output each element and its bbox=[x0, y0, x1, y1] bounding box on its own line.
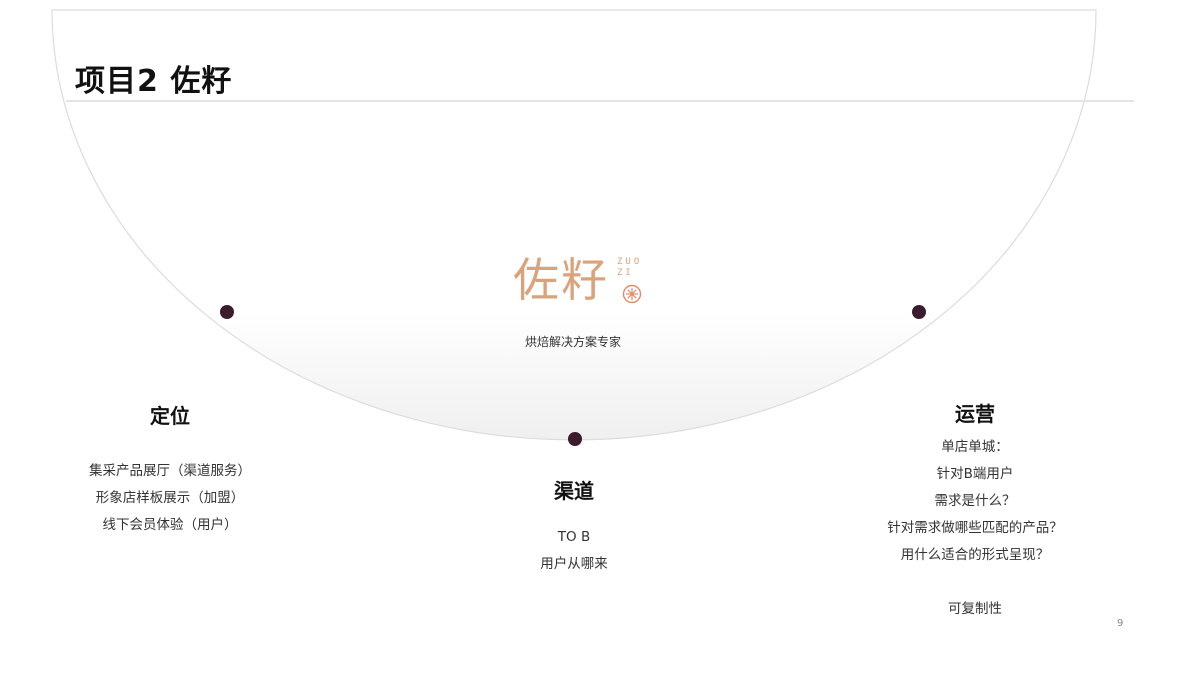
zuozi-logo: 佐籽 ZUO ZI bbox=[513, 252, 653, 312]
timeline-dot-channel bbox=[568, 432, 582, 446]
section-body-positioning: 集采产品展厅（渠道服务） 形象店样板展示（加盟） 线下会员体验（用户） bbox=[40, 458, 300, 539]
positioning-line: 形象店样板展示（加盟） bbox=[95, 490, 245, 506]
title-divider bbox=[66, 100, 1134, 102]
page-title: 项目2 佐籽 bbox=[75, 64, 233, 99]
timeline-dot-positioning bbox=[220, 305, 234, 319]
operations-line: 单店单城： bbox=[941, 439, 1009, 455]
section-body-channel: TO B 用户从哪来 bbox=[474, 524, 674, 578]
operations-line: 针对需求做哪些匹配的产品？ bbox=[887, 520, 1063, 536]
positioning-line: 集采产品展厅（渠道服务） bbox=[89, 463, 251, 479]
operations-line: 可复制性 bbox=[948, 601, 1002, 617]
operations-line-spacer bbox=[845, 569, 1105, 596]
section-title-positioning: 定位 bbox=[150, 404, 190, 428]
section-title-channel: 渠道 bbox=[554, 479, 594, 503]
page-number: 9 bbox=[1117, 618, 1124, 629]
positioning-line: 线下会员体验（用户） bbox=[102, 517, 238, 533]
channel-line: 用户从哪来 bbox=[540, 556, 608, 572]
section-title-operations: 运营 bbox=[955, 402, 995, 426]
logo-pinyin-line2: ZI bbox=[617, 268, 634, 278]
logo-tagline: 烘焙解决方案专家 bbox=[524, 335, 621, 349]
logo-name: 佐籽 bbox=[513, 253, 609, 307]
channel-line: TO B bbox=[557, 529, 591, 545]
logo-pinyin: ZUO ZI bbox=[617, 257, 642, 279]
flower-emblem-icon bbox=[622, 284, 642, 304]
operations-line: 用什么适合的形式呈现？ bbox=[900, 547, 1050, 563]
logo-pinyin-line1: ZUO bbox=[617, 257, 643, 267]
section-body-operations: 单店单城： 针对B端用户 需求是什么？ 针对需求做哪些匹配的产品？ 用什么适合的… bbox=[845, 434, 1105, 623]
operations-line: 针对B端用户 bbox=[936, 466, 1014, 482]
timeline-dot-operations bbox=[912, 305, 926, 319]
operations-line: 需求是什么？ bbox=[934, 493, 1016, 509]
